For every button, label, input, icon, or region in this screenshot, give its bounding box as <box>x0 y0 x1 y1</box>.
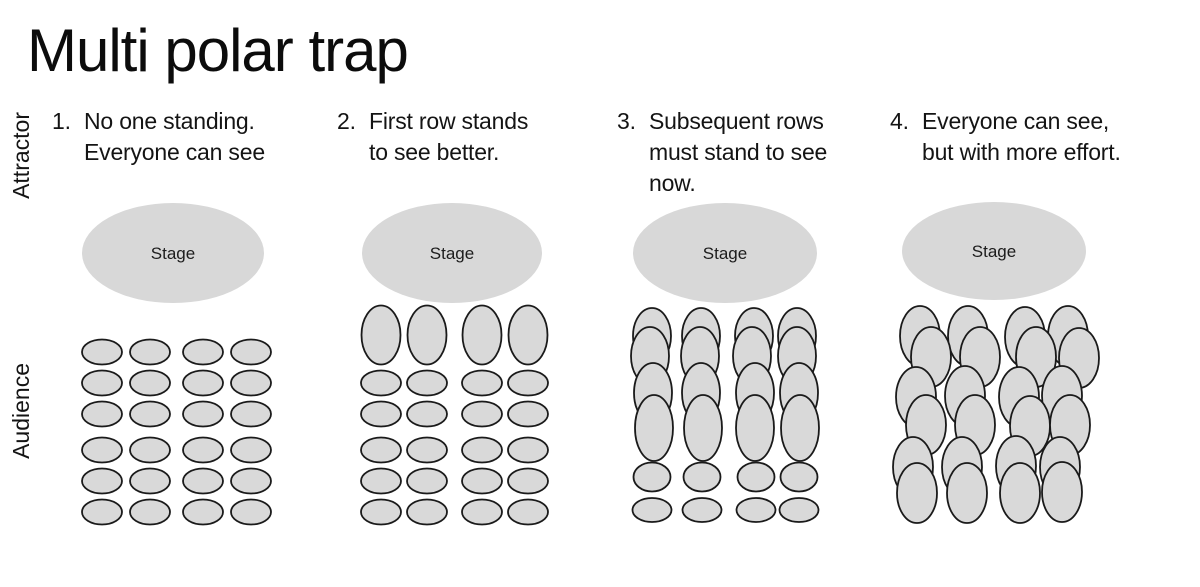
audience-member-seated <box>81 436 123 464</box>
axis-label-attractor: Attractor <box>8 112 34 199</box>
stage-ellipse <box>633 203 817 303</box>
audience-member-seated <box>461 498 503 526</box>
audience-member-standing <box>896 462 938 524</box>
caption-line: No one standing. <box>84 108 255 134</box>
audience-member-standing <box>360 304 402 366</box>
audience-member-seated <box>230 436 272 464</box>
audience-member-seated <box>182 467 224 495</box>
audience-member-standing <box>1041 461 1083 523</box>
audience-member-seated <box>461 400 503 428</box>
audience-member-seated <box>778 497 820 523</box>
audience-member-seated <box>507 467 549 495</box>
stage-label: Stage <box>972 242 1016 261</box>
caption-line: Everyone can see <box>84 139 265 165</box>
audience-member-standing <box>461 304 503 366</box>
panel-caption: 2. First row stands to see better. <box>337 106 528 168</box>
stage-label: Stage <box>151 244 195 263</box>
panel-caption: 4. Everyone can see, but with more effort… <box>890 106 1121 168</box>
caption-line: First row stands <box>369 108 529 134</box>
panel-caption-number: 4. <box>890 108 909 134</box>
panel-caption-number: 2. <box>337 108 356 134</box>
audience-member-seated <box>182 498 224 526</box>
audience-member-seated <box>182 436 224 464</box>
audience-member-seated <box>681 497 723 523</box>
audience-member-seated <box>81 498 123 526</box>
audience-member-seated <box>360 467 402 495</box>
audience-member-seated <box>682 461 722 493</box>
panel-caption-text: Everyone can see, but with more effort. <box>922 106 1121 168</box>
stage-label: Stage <box>430 244 474 263</box>
audience-member-seated <box>230 400 272 428</box>
audience-member-seated <box>779 461 819 493</box>
panel-caption: 1. No one standing. Everyone can see <box>52 106 265 168</box>
audience-member-seated <box>507 436 549 464</box>
audience-member-standing <box>406 304 448 366</box>
caption-line: Subsequent rows <box>649 108 824 134</box>
audience-member-seated <box>461 467 503 495</box>
audience-member-seated <box>507 369 549 397</box>
audience-member-seated <box>406 436 448 464</box>
panel-caption-number: 1. <box>52 108 71 134</box>
audience-member-standing <box>735 394 775 462</box>
audience-member-seated <box>507 400 549 428</box>
audience-member-seated <box>631 497 673 523</box>
audience-member-seated <box>406 369 448 397</box>
audience-member-seated <box>129 400 171 428</box>
audience-member-seated <box>129 436 171 464</box>
audience-member-standing <box>999 462 1041 524</box>
audience-member-seated <box>129 338 171 366</box>
stage-label: Stage <box>703 244 747 263</box>
panel-caption-text: First row stands to see better. <box>369 106 528 168</box>
stage-ellipse <box>82 203 264 303</box>
audience-member-seated <box>81 467 123 495</box>
audience-member-seated <box>182 338 224 366</box>
caption-line: now. <box>649 170 696 196</box>
audience-member-seated <box>81 369 123 397</box>
stage-ellipse <box>902 202 1086 300</box>
panel-diagram: Stage <box>630 203 820 523</box>
audience-member-seated <box>182 400 224 428</box>
audience-member-seated <box>507 498 549 526</box>
audience-member-seated <box>230 498 272 526</box>
audience-member-seated <box>129 369 171 397</box>
audience-member-standing <box>946 462 988 524</box>
audience-member-seated <box>735 497 777 523</box>
audience-member-seated <box>360 436 402 464</box>
audience-member-seated <box>230 338 272 366</box>
audience-member-seated <box>360 400 402 428</box>
panel-caption-number: 3. <box>617 108 636 134</box>
audience-member-seated <box>406 498 448 526</box>
audience-member-standing <box>634 394 674 462</box>
panel-caption-text: No one standing. Everyone can see <box>84 106 265 168</box>
audience-member-seated <box>129 467 171 495</box>
caption-line: to see better. <box>369 139 500 165</box>
audience-member-seated <box>632 461 672 493</box>
caption-line: must stand to see <box>649 139 828 165</box>
caption-line: but with more effort. <box>922 139 1121 165</box>
panel-caption-text: Subsequent rows must stand to see now. <box>649 106 827 199</box>
panel-diagram: Stage <box>81 203 272 526</box>
page-title: Multi polar trap <box>27 17 409 84</box>
audience-member-seated <box>461 436 503 464</box>
audience-member-standing <box>683 394 723 462</box>
audience-member-seated <box>360 498 402 526</box>
audience-member-seated <box>230 467 272 495</box>
panel-diagram: Stage <box>892 202 1100 524</box>
audience-member-seated <box>182 369 224 397</box>
audience-member-seated <box>461 369 503 397</box>
stage-ellipse <box>362 203 542 303</box>
panel-caption: 3. Subsequent rows must stand to see now. <box>617 106 827 199</box>
audience-member-seated <box>406 467 448 495</box>
audience-member-seated <box>129 498 171 526</box>
caption-line: Everyone can see, <box>922 108 1110 134</box>
audience-member-seated <box>81 338 123 366</box>
audience-member-seated <box>81 400 123 428</box>
audience-member-standing <box>780 394 820 462</box>
audience-member-seated <box>230 369 272 397</box>
audience-member-seated <box>360 369 402 397</box>
panel-diagram: Stage <box>360 203 549 526</box>
audience-member-standing <box>507 304 549 366</box>
audience-member-seated <box>736 461 776 493</box>
audience-member-seated <box>406 400 448 428</box>
